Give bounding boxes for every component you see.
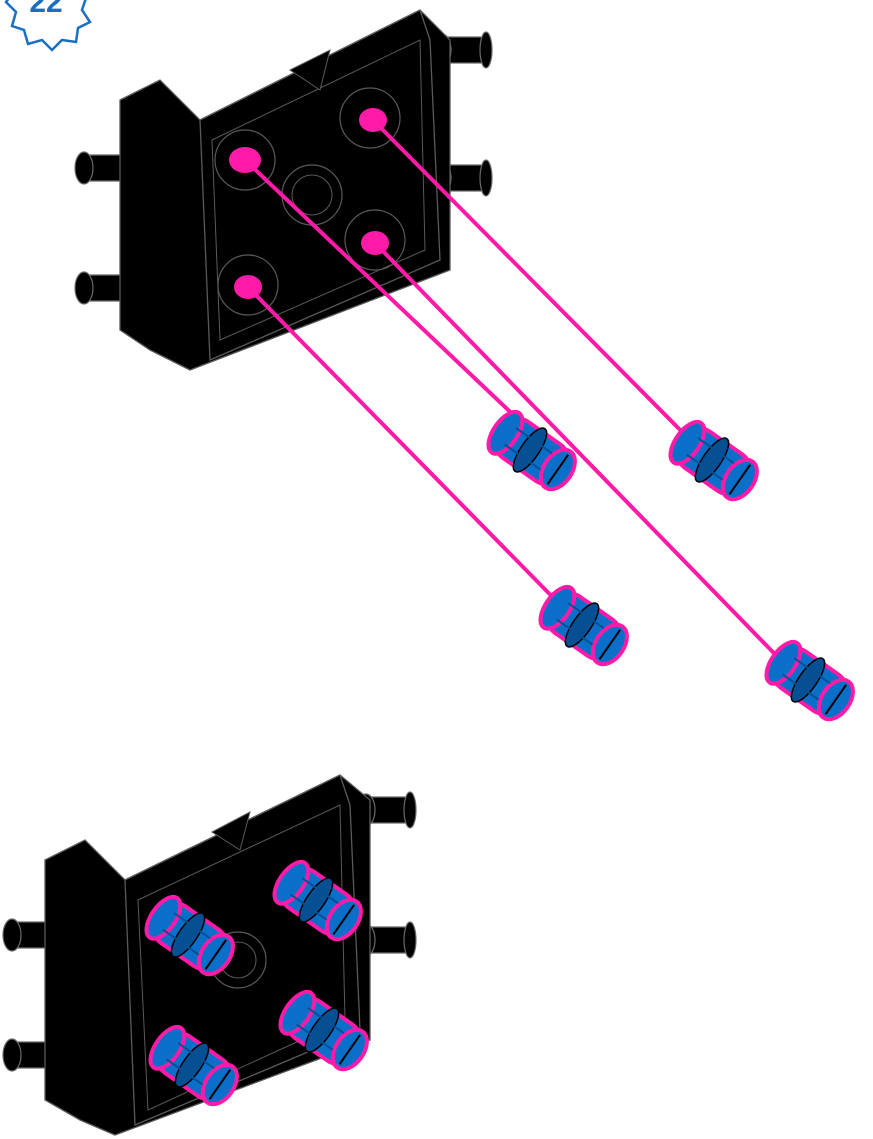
step-badge: 22: [4, 0, 92, 52]
guide-line: [246, 285, 582, 627]
technic-pin: [478, 402, 587, 501]
loose-pins: [478, 402, 865, 731]
gear-icon: [4, 0, 92, 52]
guide-line: [371, 118, 707, 457]
guide-line: [243, 158, 547, 447]
brick-exploded: [74, 9, 493, 371]
guide-lines: [243, 118, 802, 682]
technic-pin: [756, 632, 865, 731]
step-number: 22: [29, 0, 62, 19]
guide-line: [373, 241, 802, 682]
